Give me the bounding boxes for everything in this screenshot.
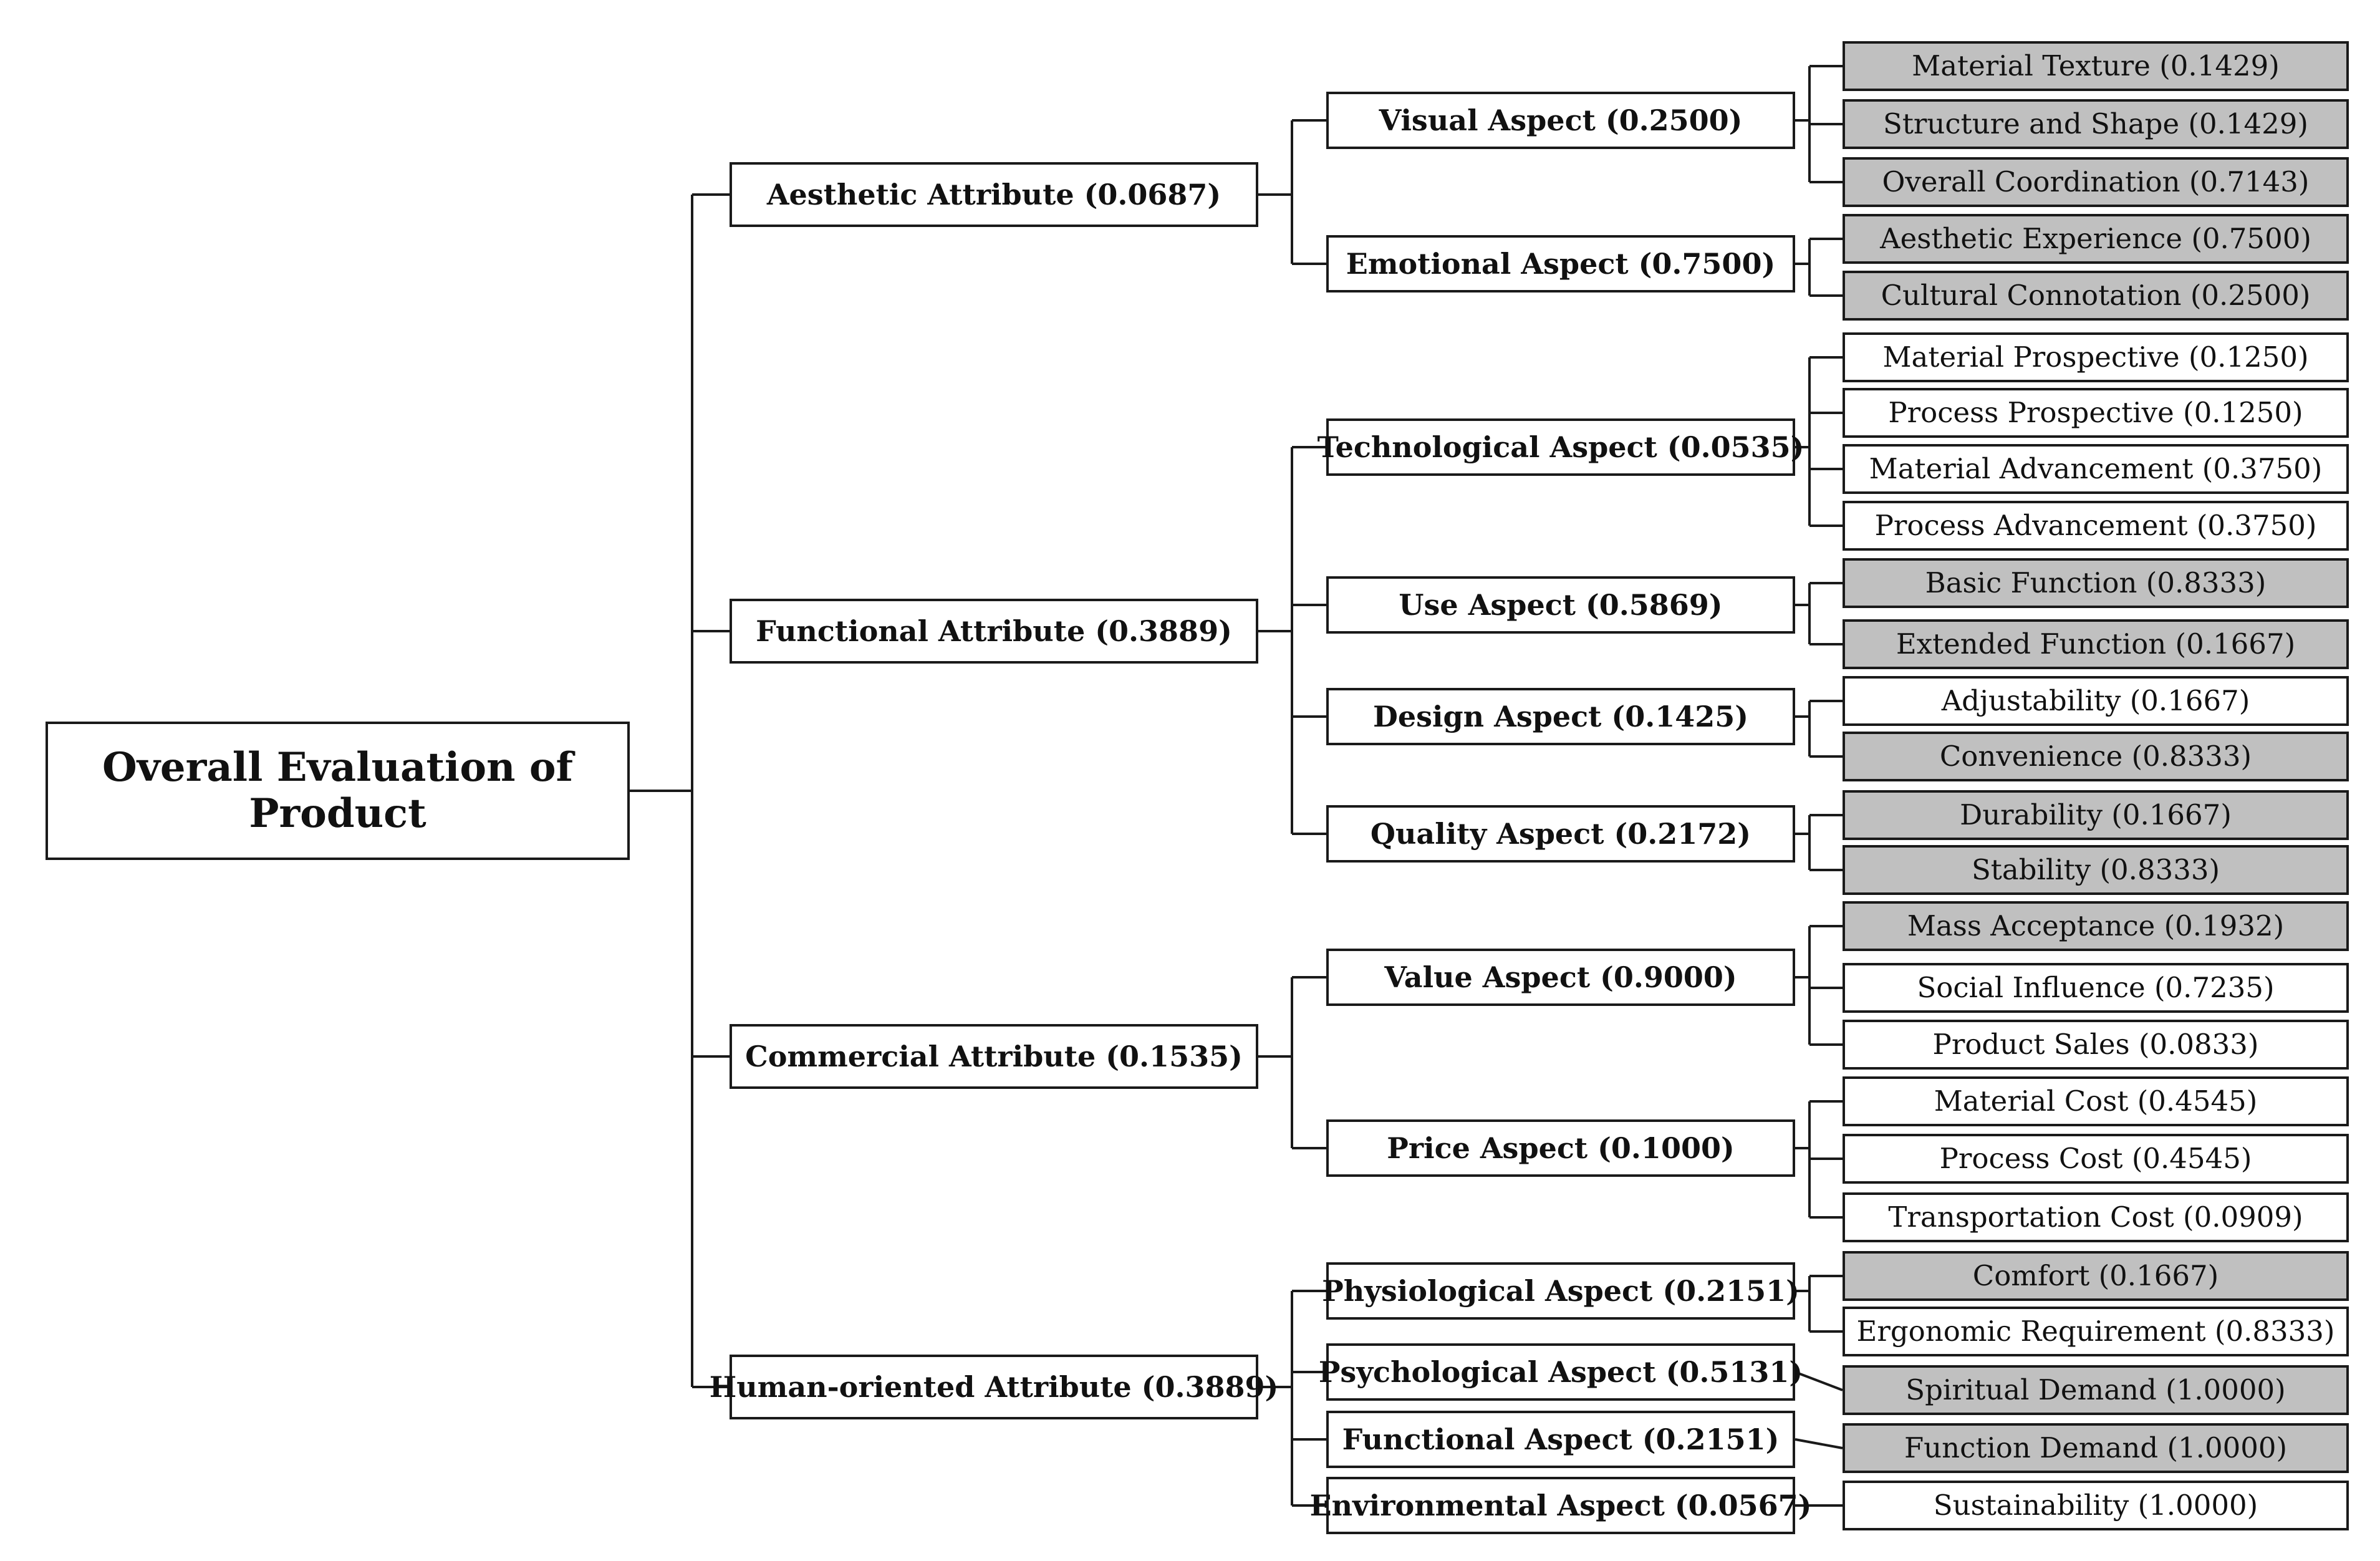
criterion-node: Material Prospective (0.1250) (1843, 332, 2349, 382)
aspect-node: Functional Aspect (0.2151) (1326, 1411, 1795, 1468)
attribute-node: Human-oriented Attribute (0.3889) (710, 1355, 1278, 1419)
criterion-node: Overall Coordination (0.7143) (1843, 157, 2349, 207)
aspect-node: Psychological Aspect (0.5131) (1319, 1343, 1803, 1401)
criterion-node: Process Advancement (0.3750) (1843, 501, 2349, 551)
criterion-node: Extended Function (0.1667) (1843, 619, 2349, 669)
root-node: Overall Evaluation of Product (46, 722, 630, 860)
criterion-node: Mass Acceptance (0.1932) (1843, 901, 2349, 951)
criterion-node: Social Influence (0.7235) (1843, 963, 2349, 1013)
criterion-node: Adjustability (0.1667) (1843, 676, 2349, 726)
criterion-node: Durability (0.1667) (1843, 790, 2349, 840)
criterion-node: Material Cost (0.4545) (1843, 1076, 2349, 1126)
criterion-node: Stability (0.8333) (1843, 845, 2349, 895)
aspect-node: Design Aspect (0.1425) (1326, 688, 1795, 745)
leaf-connector (1795, 1438, 1843, 1449)
criterion-node: Basic Function (0.8333) (1843, 558, 2349, 608)
attribute-node: Functional Attribute (0.3889) (730, 599, 1258, 664)
aspect-node: Value Aspect (0.9000) (1326, 949, 1795, 1006)
aspect-node: Use Aspect (0.5869) (1326, 576, 1795, 634)
criterion-node: Process Prospective (0.1250) (1843, 388, 2349, 438)
criterion-node: Sustainability (1.0000) (1843, 1481, 2349, 1530)
criterion-node: Comfort (0.1667) (1843, 1251, 2349, 1301)
criterion-node: Structure and Shape (0.1429) (1843, 99, 2349, 149)
aspect-node: Price Aspect (0.1000) (1326, 1119, 1795, 1177)
aspect-node: Emotional Aspect (0.7500) (1326, 235, 1795, 292)
criterion-node: Cultural Connotation (0.2500) (1843, 271, 2349, 321)
criterion-node: Product Sales (0.0833) (1843, 1020, 2349, 1070)
criterion-node: Convenience (0.8333) (1843, 732, 2349, 781)
attribute-node: Aesthetic Attribute (0.0687) (730, 162, 1258, 227)
aspect-node: Technological Aspect (0.0535) (1318, 418, 1804, 476)
criterion-node: Aesthetic Experience (0.7500) (1843, 214, 2349, 264)
criterion-node: Process Cost (0.4545) (1843, 1134, 2349, 1184)
attribute-node: Commercial Attribute (0.1535) (730, 1024, 1258, 1089)
criterion-node: Material Texture (0.1429) (1843, 41, 2349, 91)
criterion-node: Spiritual Demand (1.0000) (1843, 1365, 2349, 1415)
aspect-node: Visual Aspect (0.2500) (1326, 92, 1795, 149)
aspect-node: Environmental Aspect (0.0567) (1310, 1477, 1811, 1534)
criterion-node: Transportation Cost (0.0909) (1843, 1192, 2349, 1242)
criterion-node: Material Advancement (0.3750) (1843, 444, 2349, 494)
criterion-node: Function Demand (1.0000) (1843, 1423, 2349, 1473)
leaf-connector (1795, 1371, 1843, 1391)
aspect-node: Quality Aspect (0.2172) (1326, 805, 1795, 863)
aspect-node: Physiological Aspect (0.2151) (1322, 1262, 1799, 1320)
criterion-node: Ergonomic Requirement (0.8333) (1843, 1307, 2349, 1356)
